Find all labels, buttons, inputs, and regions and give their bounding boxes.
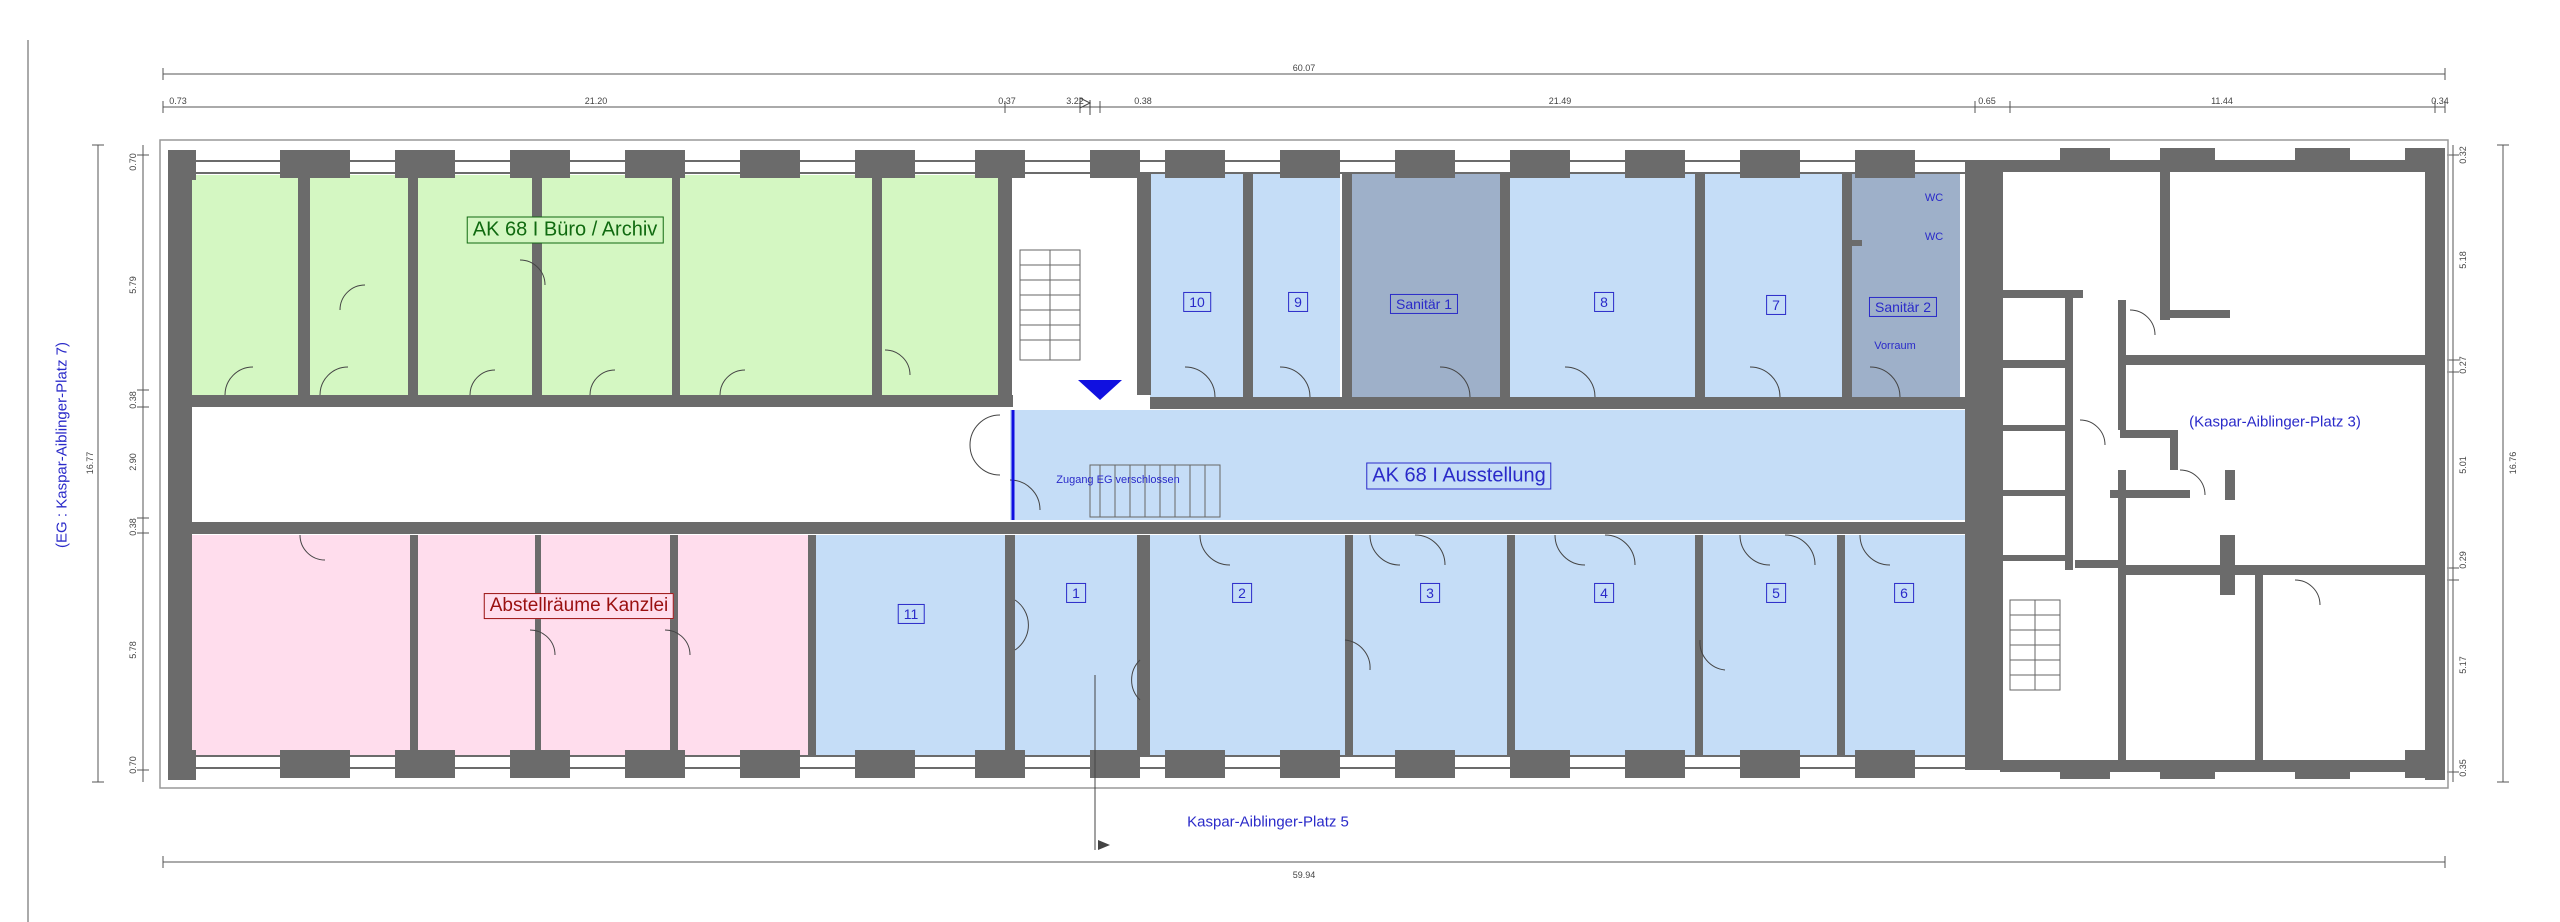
section-arrow-icon-top bbox=[1079, 97, 1092, 109]
room-label-5: 5 bbox=[1766, 582, 1786, 604]
dimension-left-c: 0.38 bbox=[128, 391, 138, 409]
dimension-left-e: 0.38 bbox=[128, 518, 138, 536]
dimension-top-total: 60.07 bbox=[1292, 63, 1316, 73]
dimension-top-c: 0.37 bbox=[998, 96, 1016, 106]
dimension-top-g: 0.65 bbox=[1978, 96, 1996, 106]
stairs bbox=[1019, 249, 2061, 691]
room-label-10: 10 bbox=[1183, 291, 1211, 313]
room-label-1: 1 bbox=[1066, 582, 1086, 604]
dimension-top-i: 0.34 bbox=[2431, 96, 2449, 106]
street-label-kaspar-3: (Kaspar-Aiblinger-Platz 3) bbox=[2189, 413, 2361, 431]
room-label-sanitaer-2: Sanitär 2 bbox=[1868, 296, 1938, 318]
room-label-sanitaer-1: Sanitär 1 bbox=[1389, 293, 1459, 315]
dimension-right-g: 0.35 bbox=[2458, 759, 2468, 777]
dimension-top-a: 0.73 bbox=[169, 96, 187, 106]
dimension-right-total: 16.76 bbox=[2508, 451, 2518, 475]
entrance-marker-icon bbox=[1078, 380, 1122, 400]
dimension-left-g: 0.70 bbox=[128, 756, 138, 774]
dimension-right-d: 5.01 bbox=[2458, 456, 2468, 474]
room-label-11: 11 bbox=[897, 603, 925, 625]
wc-label-2: WC bbox=[1924, 231, 1944, 243]
street-label-kaspar-5: Kaspar-Aiblinger-Platz 5 bbox=[1187, 813, 1349, 831]
dimension-right-a: 0.32 bbox=[2458, 146, 2468, 164]
room-label-8: 8 bbox=[1594, 291, 1614, 313]
dimension-right-e: 0.29 bbox=[2458, 551, 2468, 569]
dimension-left-d: 2.90 bbox=[128, 453, 138, 471]
window-openings bbox=[196, 162, 1965, 767]
area-label-abstellraeume: Abstellräume Kanzlei bbox=[483, 593, 675, 619]
dimension-lines bbox=[27, 40, 2509, 922]
door-swings bbox=[224, 259, 2321, 701]
dimension-top-f: 21.49 bbox=[1548, 96, 1572, 106]
dimension-top-b: 21.20 bbox=[584, 96, 608, 106]
street-label-kaspar-7: (EG : Kaspar-Aiblinger-Platz 7) bbox=[53, 342, 71, 548]
room-label-9: 9 bbox=[1288, 291, 1308, 313]
dimension-top-e: 0.38 bbox=[1134, 96, 1152, 106]
room-label-6: 6 bbox=[1894, 582, 1914, 604]
dimension-right-c: 0.27 bbox=[2458, 356, 2468, 374]
dimension-left-a: 0.70 bbox=[128, 153, 138, 171]
dimension-right-f: 5.17 bbox=[2458, 656, 2468, 674]
dimension-left-total: 16.77 bbox=[85, 451, 95, 475]
room-fills bbox=[192, 172, 1970, 755]
section-arrow-icon bbox=[1098, 840, 1110, 850]
dimension-right-b: 5.18 bbox=[2458, 251, 2468, 269]
area-label-ausstellung: AK 68 I Ausstellung bbox=[1366, 462, 1552, 490]
room-label-4: 4 bbox=[1594, 582, 1614, 604]
room-label-3: 3 bbox=[1420, 582, 1440, 604]
building-outline bbox=[159, 139, 2449, 789]
room-label-7: 7 bbox=[1766, 294, 1786, 316]
room-label-2: 2 bbox=[1232, 582, 1252, 604]
dimension-left-f: 5.78 bbox=[128, 641, 138, 659]
dimension-left-b: 5.79 bbox=[128, 276, 138, 294]
area-label-vorraum: Vorraum bbox=[1874, 340, 1916, 352]
dimension-top-h: 11.44 bbox=[2211, 96, 2233, 106]
dimension-bottom-total: 59.94 bbox=[1292, 870, 1316, 880]
area-label-buero-archiv: AK 68 I Büro / Archiv bbox=[466, 216, 664, 244]
area-label-zugang: Zugang EG verschlossen bbox=[1056, 474, 1180, 486]
dimension-top-d: 3.22 bbox=[1066, 96, 1084, 106]
wc-label-1: WC bbox=[1924, 192, 1944, 204]
